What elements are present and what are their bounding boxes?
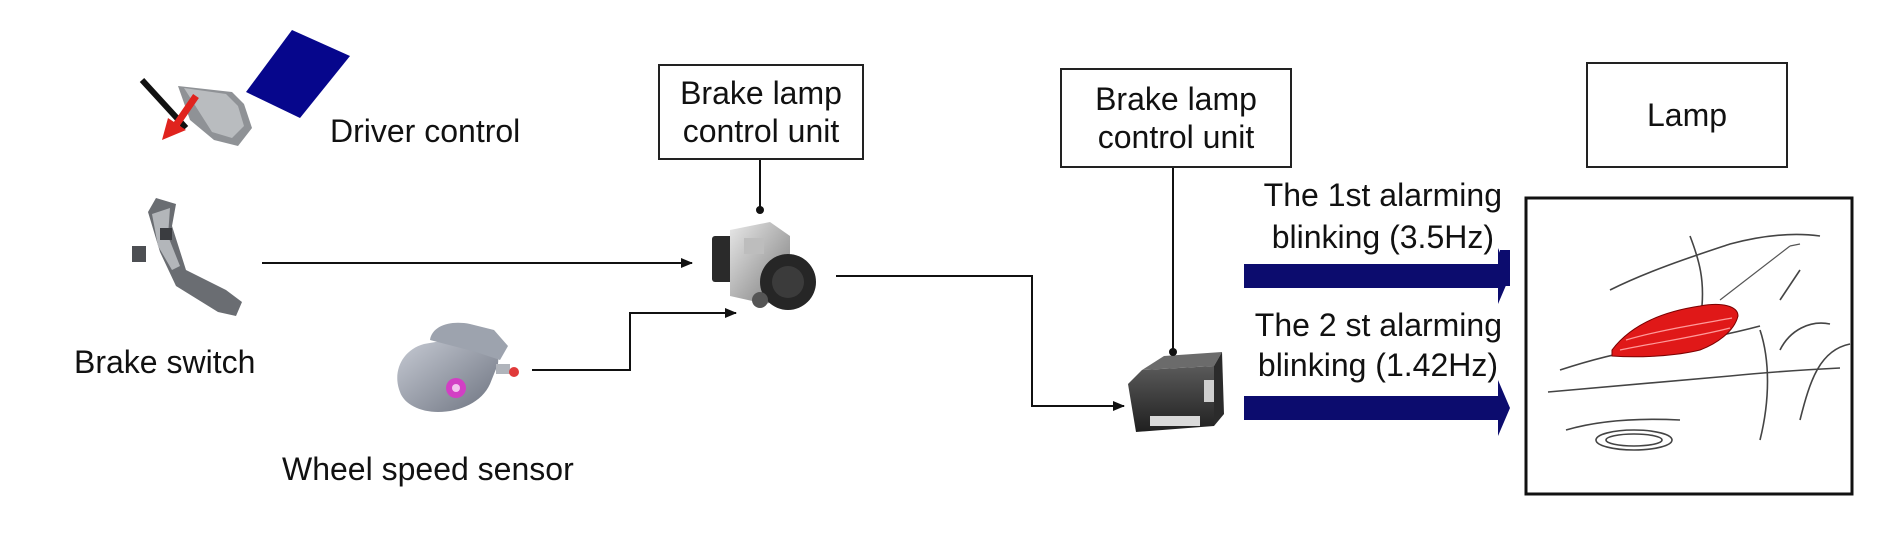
driver-control-label: Driver control <box>330 113 521 149</box>
tail-lamp-highlight <box>1611 303 1739 358</box>
alarm-1-arrow-body <box>1244 248 1510 304</box>
wheel-speed-sensor-icon <box>397 322 519 412</box>
alarm-1-line1: The 1st alarming <box>1263 177 1502 213</box>
connector-lines <box>262 158 1174 411</box>
control-unit-2-line1: Brake lamp <box>1095 81 1257 117</box>
sensor-to-control-unit-arrow <box>532 308 737 371</box>
brake-pedal-icon <box>139 30 350 146</box>
ecu-module-icon <box>1128 352 1224 432</box>
control-unit-1-line2: control unit <box>682 113 840 149</box>
brake-switch-icon <box>132 198 242 316</box>
car-rear-illustration <box>1547 233 1851 451</box>
alarm-2-arrow-body <box>1244 380 1510 436</box>
wheel-speed-sensor-label: Wheel speed sensor <box>282 451 574 487</box>
control-unit-2-line2: control unit <box>1097 119 1255 155</box>
lamp-label: Lamp <box>1646 97 1728 133</box>
brake-switch-label: Brake switch <box>74 344 256 380</box>
alarm-2-line2: blinking (1.42Hz) <box>1257 347 1498 383</box>
control-unit-to-ecu-arrow <box>836 275 1125 411</box>
control-unit-2-box: Brake lamp control unit <box>1060 68 1292 168</box>
control-unit-1-line1: Brake lamp <box>680 75 842 111</box>
control-unit-1-box: Brake lamp control unit <box>658 64 864 160</box>
alarm-2-line1: The 2 st alarming <box>1254 307 1502 343</box>
lamp-box: Lamp <box>1586 62 1788 168</box>
alarm-1-line2: blinking (3.5Hz) <box>1271 219 1494 255</box>
control-unit-device-icon <box>712 222 816 310</box>
